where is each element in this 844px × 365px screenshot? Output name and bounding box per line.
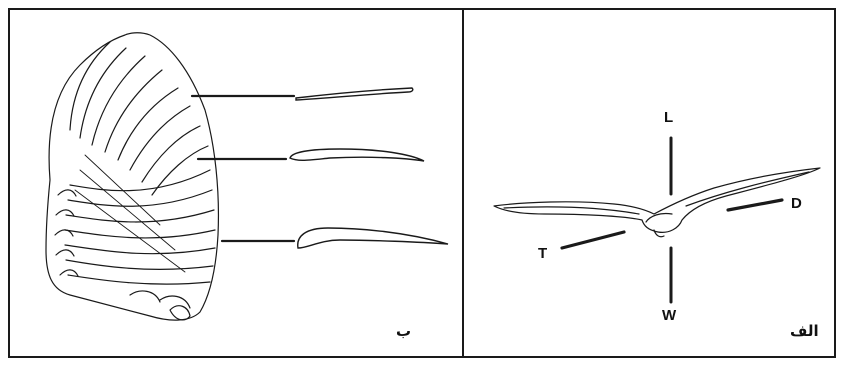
weight-label: W: [662, 308, 676, 323]
drag-label: D: [791, 196, 802, 211]
panel-flight-forces: L D T W الف: [464, 10, 834, 356]
drag-vector: [728, 200, 782, 210]
bird-force-diagram: [464, 10, 834, 360]
airfoil-section-root: [298, 228, 448, 248]
thrust-vector: [562, 232, 624, 248]
airfoil-section-mid: [290, 149, 424, 161]
panel-caption-a: الف: [790, 324, 819, 339]
feather-cross-sections: [10, 10, 462, 360]
lift-label: L: [664, 110, 673, 125]
figure-frame: ب L D T W الف: [8, 8, 836, 358]
airfoil-section-tip: [296, 88, 413, 100]
panel-caption-b: ب: [396, 324, 411, 339]
thrust-label: T: [538, 246, 547, 261]
panel-wing-feathers: ب: [10, 10, 462, 356]
